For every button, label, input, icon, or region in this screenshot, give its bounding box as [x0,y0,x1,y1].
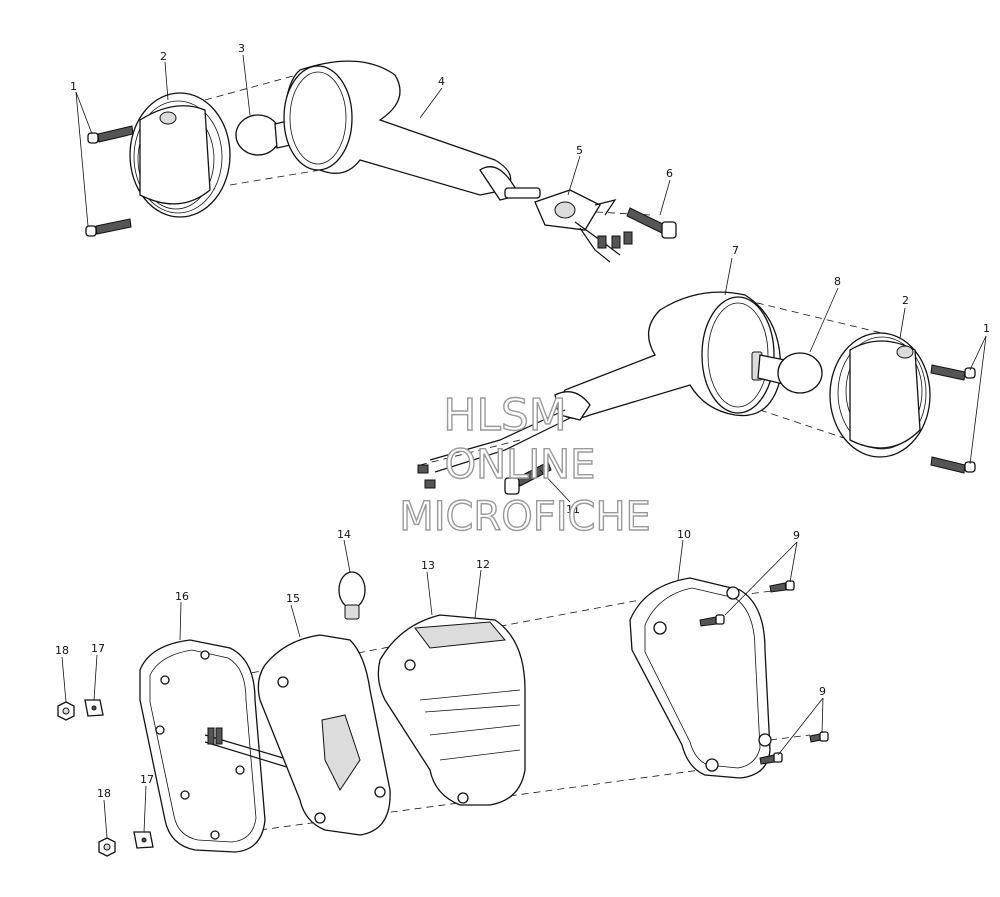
callout-6: 6 [666,167,673,180]
lens-frame-screws [699,580,829,765]
callout-18-lower: 18 [97,787,111,800]
watermark-line-3: MICROFICHE [399,494,651,540]
callout-14: 14 [337,528,351,541]
watermark: HLSM ONLINE MICROFICHE [398,389,651,540]
tail-light-socket-housing [257,634,391,836]
callout-11: 11 [566,503,580,516]
callout-4: 4 [438,75,445,88]
tail-light-assembly [57,539,829,857]
turn-signal-lens-right [829,332,931,458]
callout-17-upper: 17 [91,642,105,655]
callout-7: 7 [732,244,739,257]
clip-upper [84,699,104,717]
clip-lower [133,831,154,849]
lens-screw-upper [87,125,134,144]
nut-lower [98,837,116,857]
nut-upper [57,701,75,721]
callout-labels: 1 2 3 4 5 6 7 8 2 1 11 14 13 12 10 9 9 1… [55,42,990,800]
tail-light-wiring [204,727,291,769]
lens-screw-right-upper [930,364,976,381]
mount-bracket-left [534,189,617,231]
callout-18-upper: 18 [55,644,69,657]
callout-9-lower: 9 [819,685,826,698]
callout-10: 10 [677,528,691,541]
wire-connectors-right [417,409,571,489]
left-turn-signal-assembly [75,54,677,263]
mount-bolt-left [626,207,677,239]
turn-signal-housing-right [554,291,782,421]
wire-connectors-left [574,221,633,263]
callout-9-upper: 9 [793,529,800,542]
callout-8: 8 [834,275,841,288]
callout-13: 13 [421,559,435,572]
turn-signal-housing-left [283,60,541,201]
turn-signal-bulb-right [751,351,823,394]
lens-screw-lower [85,218,132,237]
callout-2-right: 2 [902,294,909,307]
callout-17-lower: 17 [140,773,154,786]
right-turn-signal-assembly [417,257,987,503]
callout-3: 3 [238,42,245,55]
callout-1-right: 1 [983,322,990,335]
mount-bolt-right [504,461,552,495]
callout-15: 15 [286,592,300,605]
tail-light-base-plate [139,639,266,853]
tail-light-outer-lens [629,577,772,779]
callout-2: 2 [160,50,167,63]
watermark-line-2: ONLINE [445,442,596,488]
callout-5: 5 [576,144,583,157]
callout-12: 12 [476,558,490,571]
tail-light-reflector [377,614,526,806]
callout-16: 16 [175,590,189,603]
watermark-line-1: HLSM [443,390,567,441]
callout-1: 1 [70,80,77,93]
tail-light-bulb [338,571,366,620]
lens-screw-right-lower [930,456,976,474]
turn-signal-lens-left [129,92,231,218]
